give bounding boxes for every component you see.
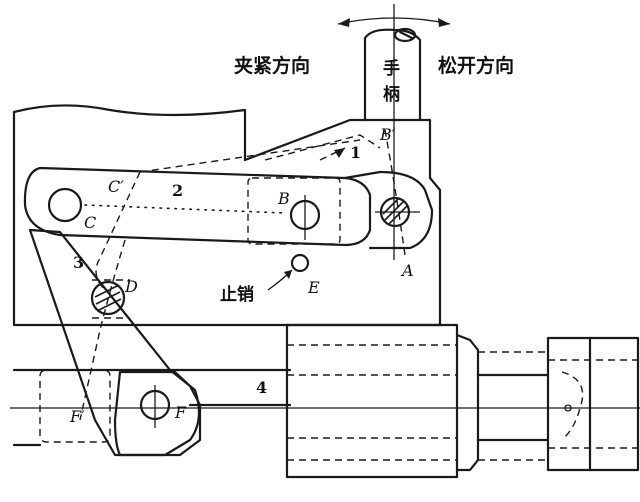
lever-part-1	[139, 129, 406, 256]
stop-pin-E	[267, 253, 310, 291]
cylinder-body	[285, 323, 550, 479]
label-point-C: C	[84, 213, 96, 232]
link-part-2	[23, 166, 434, 250]
label-point-B-prime: B′	[379, 125, 396, 144]
label-point-E: E	[307, 278, 320, 297]
label-clamp-direction: 夹紧方向	[234, 54, 310, 77]
label-part-3: 3	[73, 253, 84, 272]
label-point-C-prime: C′	[108, 177, 124, 196]
handle	[363, 4, 422, 260]
end-cap	[546, 336, 640, 472]
alternate-position-C-prime	[95, 171, 141, 291]
label-part-2: 2	[172, 181, 183, 200]
label-release-direction: 松开方向	[438, 54, 514, 77]
label-point-F: F	[174, 403, 187, 422]
label-part-4: 4	[256, 378, 267, 397]
label-point-B: B	[277, 189, 290, 208]
label-handle-2: 柄	[383, 84, 400, 105]
pivot-B-outline	[247, 177, 341, 245]
label-part-1: 1	[350, 143, 361, 162]
label-stop-pin: 止销	[220, 284, 254, 305]
direction-arcs	[337, 17, 451, 27]
label-point-D: D	[124, 277, 138, 296]
plunger-part-4	[10, 368, 640, 457]
label-point-A: A	[400, 261, 414, 280]
label-handle-1: 手	[383, 58, 400, 79]
label-point-F-prime: F′	[69, 407, 85, 426]
